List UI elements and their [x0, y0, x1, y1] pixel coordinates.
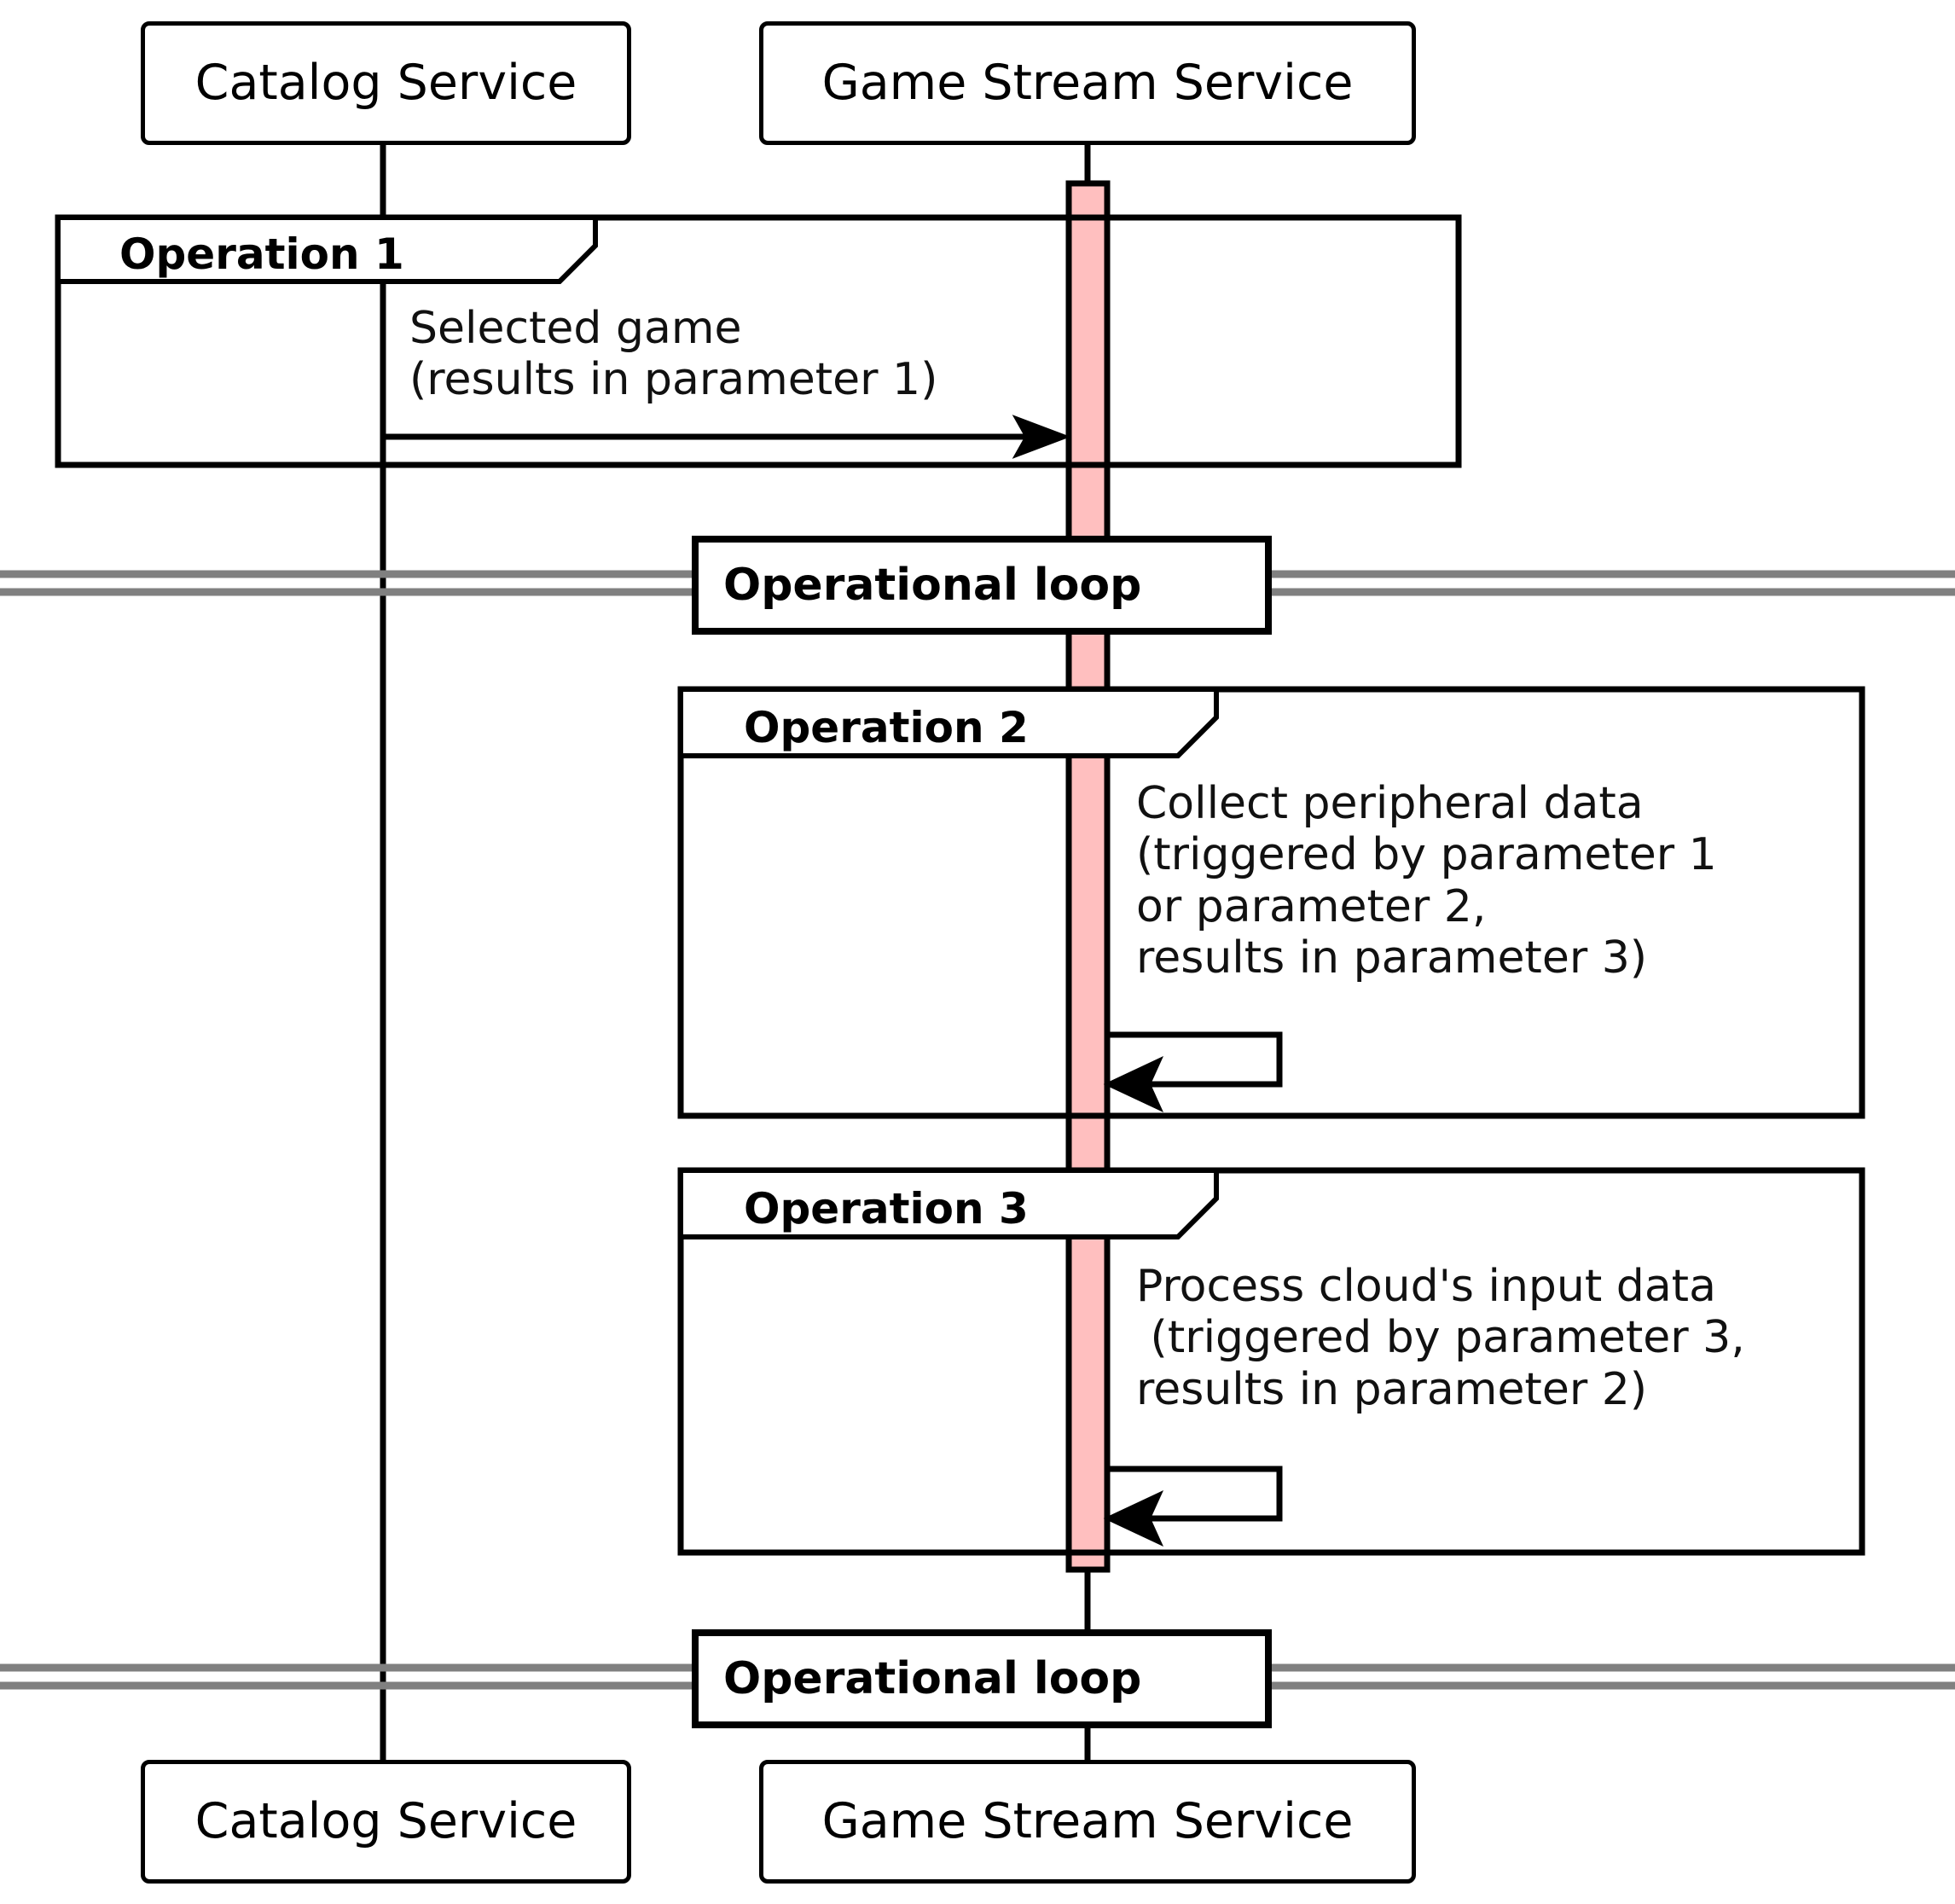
- participant-box-game-stream-service-bottom[interactable]: Game Stream Service: [759, 1760, 1416, 1884]
- fragment-label-operation-3: Operation 3: [744, 1184, 1029, 1234]
- fragment-label-operation-1: Operation 1: [119, 229, 404, 279]
- participant-box-catalog-service-top[interactable]: Catalog Service: [141, 21, 631, 145]
- message-label-selected-game: Selected game (results in parameter 1): [409, 303, 938, 406]
- divider-label-operational-loop-end: Operational loop: [723, 1653, 1142, 1704]
- fragment-operation-1-box: [55, 214, 1462, 468]
- fragment-operation-3-box: [677, 1167, 1865, 1556]
- divider-label-operational-loop-start: Operational loop: [723, 560, 1142, 611]
- message-process-cloud-input-data-arrowhead: [1103, 1489, 1164, 1547]
- message-collect-peripheral-data-loop: [1109, 1031, 1283, 1088]
- message-collect-peripheral-data-arrowhead: [1103, 1055, 1164, 1113]
- participant-box-catalog-service-bottom[interactable]: Catalog Service: [141, 1760, 631, 1884]
- participant-label-game-stream-service-top: Game Stream Service: [821, 55, 1354, 111]
- fragment-operation-2-tab: [678, 687, 1219, 758]
- participant-label-catalog-service-top: Catalog Service: [194, 55, 577, 111]
- divider-1-label-box: [692, 536, 1272, 635]
- message-process-cloud-input-data-loop: [1109, 1466, 1283, 1522]
- message-label-collect-peripheral-data: Collect peripheral data (triggered by pa…: [1136, 778, 1717, 984]
- participant-label-catalog-service-bottom: Catalog Service: [194, 1793, 577, 1849]
- participant-label-game-stream-service-bottom: Game Stream Service: [821, 1793, 1354, 1849]
- fragment-operation-3-tab: [678, 1168, 1219, 1239]
- activation-bar-game-stream-service: [1065, 180, 1111, 1573]
- message-label-process-cloud-input-data: Process cloud's input data (triggered by…: [1136, 1261, 1745, 1415]
- fragment-operation-2-box: [677, 686, 1865, 1119]
- message-selected-game-arrowhead: [1012, 415, 1071, 459]
- fragment-label-operation-2: Operation 2: [744, 703, 1029, 752]
- divider-2-label-box: [692, 1629, 1272, 1728]
- participant-box-game-stream-service-top[interactable]: Game Stream Service: [759, 21, 1416, 145]
- fragment-operation-1-tab: [55, 215, 598, 284]
